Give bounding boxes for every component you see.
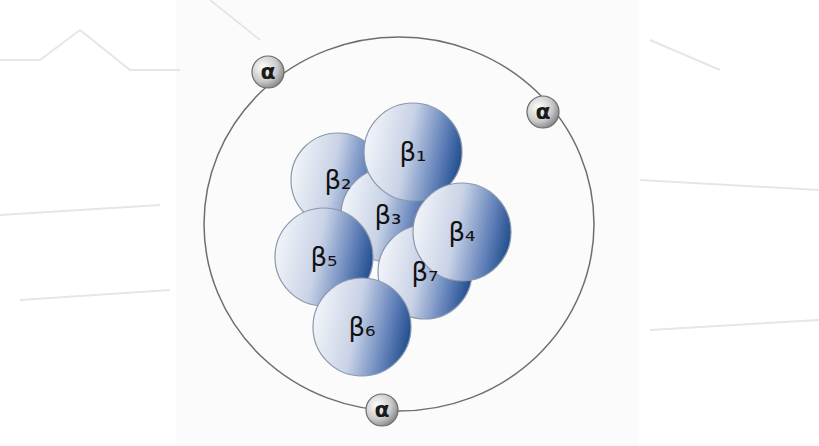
subunit-label: β₆: [348, 314, 375, 340]
circle-outline: [527, 96, 559, 128]
circle-outline: [252, 56, 284, 88]
subunit-label: α: [535, 101, 550, 123]
beta-subunit: β₆: [312, 277, 412, 377]
subunit-label: α: [260, 61, 275, 83]
subunit-label: β₃: [374, 202, 401, 228]
subunit-label: β₇: [411, 259, 438, 285]
faint-sketch: [0, 0, 819, 330]
orbit-ring: [204, 37, 594, 411]
alpha-subunit: α: [526, 95, 560, 129]
alpha-subunit: α: [251, 55, 285, 89]
subunit-label: β₅: [310, 244, 337, 270]
circle-outline: [313, 278, 411, 376]
subunit-label: β₂: [324, 167, 351, 193]
circle-outline: [413, 183, 511, 281]
subunit-label: α: [374, 399, 389, 421]
panel-ground: [176, 0, 638, 446]
circle-outline: [366, 394, 398, 426]
subunit-label: β₁: [399, 139, 426, 165]
subunit-label: β₄: [448, 219, 475, 245]
alpha-subunit: α: [365, 393, 399, 427]
